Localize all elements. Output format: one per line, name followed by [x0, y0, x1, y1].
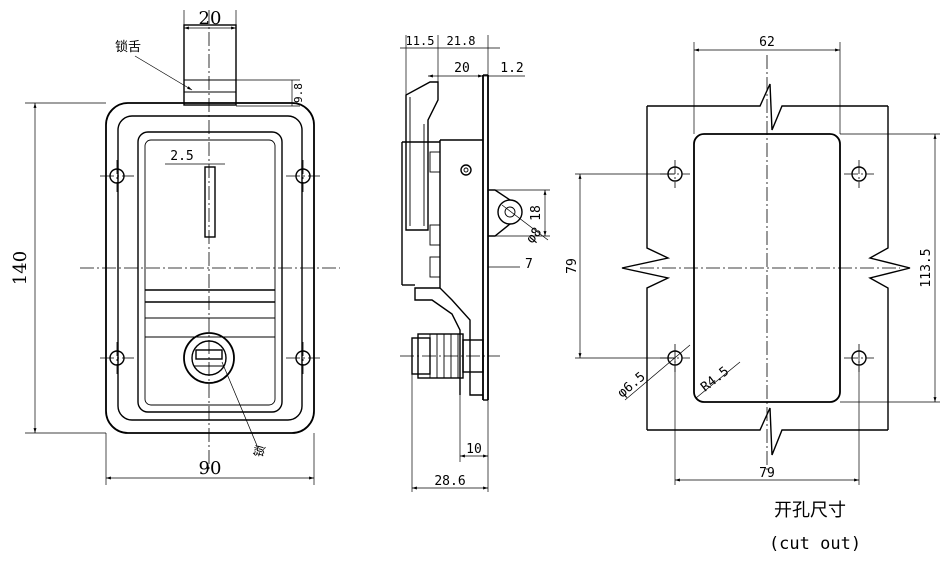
dim-79-horizontal: 79: [759, 466, 775, 481]
dim-62: 62: [759, 35, 775, 50]
dim-top-width: 20: [199, 8, 222, 29]
dim-phi8: φ8: [524, 225, 546, 247]
side-roller: [497, 199, 523, 225]
dim-79-vertical: 79: [565, 258, 580, 274]
caption-cutout-cn: 开孔尺寸: [774, 500, 846, 521]
front-pan-inner: [144, 139, 276, 406]
dim-r4-5: R4.5: [698, 364, 732, 395]
dim-21-8: 21.8: [447, 34, 476, 48]
dim-10: 10: [466, 442, 482, 457]
front-mounting-holes: [100, 160, 320, 374]
front-lock-tongue: [183, 24, 237, 106]
front-pan: [137, 131, 283, 413]
dim-28-6: 28.6: [434, 474, 465, 489]
dim-18: 18: [529, 205, 544, 221]
cutout-view: 62 79 113.5 79 φ6.5 R4.5 开孔尺寸 (cut out): [565, 35, 940, 554]
caption-cutout-en: (cut out): [769, 534, 861, 554]
label-lock: 锁: [250, 443, 268, 458]
dim-total-height: 140: [10, 251, 31, 285]
dim-slot: 2.5: [170, 149, 193, 164]
dim-7: 7: [525, 257, 533, 272]
dim-11-5: 11.5: [406, 34, 435, 48]
dim-total-width: 90: [199, 458, 222, 479]
front-view: 20 9.8 锁舌 2.5 140 90 锁: [10, 8, 340, 485]
dim-20: 20: [454, 61, 470, 76]
dim-phi6-5: φ6.5: [615, 369, 649, 401]
label-lock-tongue: 锁舌: [115, 39, 141, 55]
side-view: 11.5 21.8 20 1.2 18 φ8 7 10 28.6: [400, 34, 550, 492]
dim-tongue-height: 9.8: [292, 83, 305, 103]
dim-113-5: 113.5: [919, 248, 934, 287]
front-slot: [204, 166, 216, 238]
dim-1-2: 1.2: [500, 61, 523, 76]
